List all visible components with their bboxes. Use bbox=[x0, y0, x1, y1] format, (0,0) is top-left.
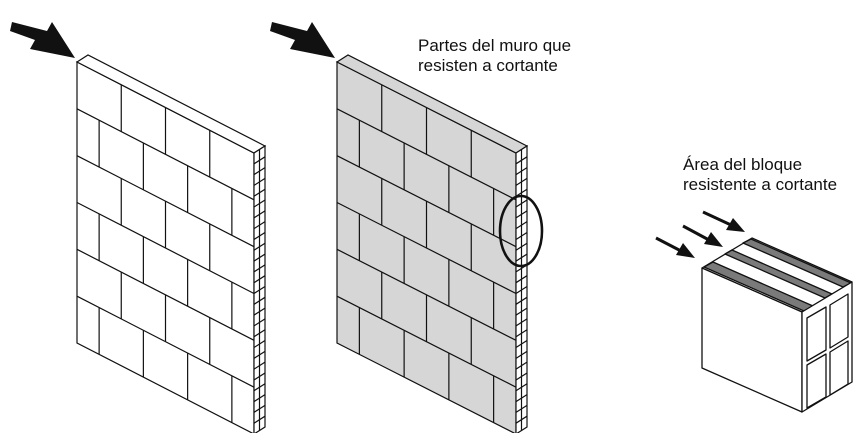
block-load-arrows bbox=[655, 210, 745, 258]
block-shear-label-line-1: Área del bloque bbox=[683, 155, 803, 174]
load-arrow-shaded-wall bbox=[270, 22, 335, 58]
plain-wall-side-ticks bbox=[253, 149, 266, 431]
wall-shear-label: Partes del muro que resisten a cortante bbox=[418, 36, 571, 76]
hollow-concrete-block bbox=[701, 237, 853, 413]
shear-zone-ellipse bbox=[498, 194, 544, 268]
plain-wall-course-lines bbox=[76, 84, 255, 423]
block-cell-upper-left bbox=[806, 306, 827, 362]
wall-shear-label-line-1: Partes del muro que bbox=[418, 36, 572, 55]
block-cell-upper-right bbox=[829, 293, 849, 349]
plain-masonry-wall bbox=[75, 54, 267, 433]
block-shear-label-line-2: resistente a cortante bbox=[683, 175, 838, 194]
shaded-wall-course-lines bbox=[336, 84, 517, 423]
block-cell-lower-right bbox=[829, 340, 849, 396]
block-shear-label: Área del bloque resistente a cortante bbox=[683, 155, 837, 195]
wall-shear-label-line-2: resisten a cortante bbox=[418, 56, 558, 75]
load-arrow-left-wall bbox=[10, 22, 75, 58]
block-cell-lower-left bbox=[806, 353, 827, 409]
shaded-masonry-wall bbox=[335, 54, 529, 433]
